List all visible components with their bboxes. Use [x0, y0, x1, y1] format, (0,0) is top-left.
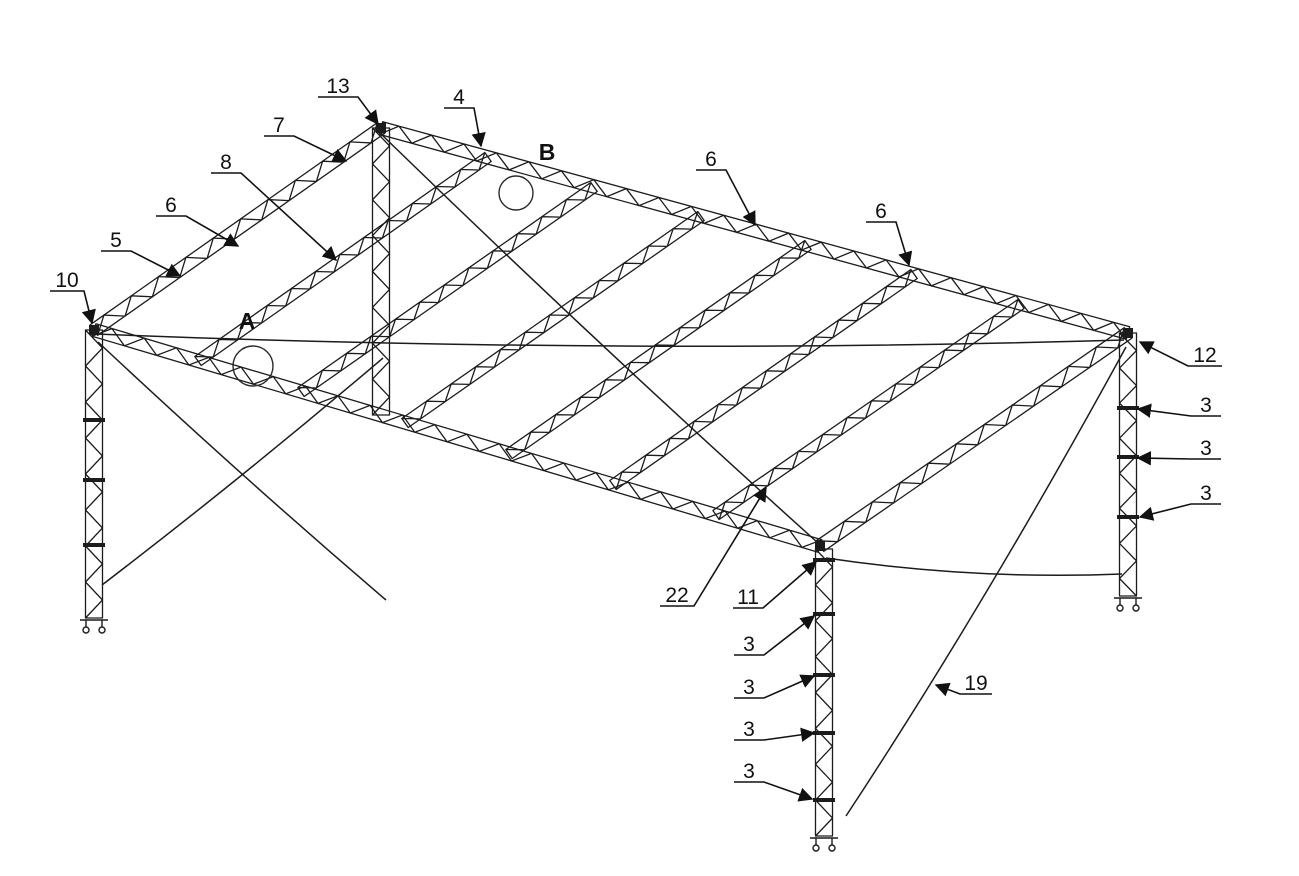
leader-6b — [696, 169, 756, 227]
leader-4 — [444, 107, 486, 148]
part-labels: 13 4 7 8 6 5 10 6 6 12 3 3 3 22 11 3 3 3… — [55, 75, 1216, 783]
part-label-12: 12 — [1193, 344, 1216, 367]
truss-member — [609, 268, 918, 491]
segment-joint — [1117, 455, 1139, 459]
corner-plate — [376, 123, 386, 133]
part-label-3b: 3 — [1200, 437, 1212, 460]
segment-joint — [83, 543, 105, 547]
foot-pad — [828, 844, 836, 852]
leader-8 — [211, 172, 338, 261]
part-label-10: 10 — [55, 269, 78, 292]
part-label-3f: 3 — [743, 718, 755, 741]
segment-joint — [813, 798, 835, 802]
leader-3a — [1136, 403, 1221, 418]
foot-pad — [1116, 604, 1124, 612]
truss-member — [814, 548, 834, 837]
part-label-6a: 6 — [165, 194, 177, 217]
foot-pad — [812, 844, 820, 852]
leader-3g — [734, 781, 814, 802]
segment-joint — [813, 612, 835, 616]
leader-3c — [1138, 503, 1221, 521]
part-label-8: 8 — [220, 151, 232, 174]
segment-joint — [1117, 515, 1139, 519]
part-label-11: 11 — [737, 586, 759, 609]
part-label-19: 19 — [964, 672, 987, 695]
part-label-4: 4 — [453, 86, 465, 109]
truss-member — [1118, 332, 1138, 597]
leader-6c — [866, 221, 913, 267]
callout-leaders — [50, 96, 1222, 802]
truss-member — [371, 127, 391, 416]
segment-joint — [813, 558, 835, 562]
segment-joint — [83, 418, 105, 422]
bracing-cables — [95, 133, 1127, 817]
part-label-5: 5 — [110, 229, 122, 252]
part-label-3d: 3 — [743, 633, 755, 656]
brace-cable — [95, 333, 1125, 347]
foot-pad — [82, 626, 90, 634]
truss-member — [712, 298, 1025, 521]
part-label-3e: 3 — [743, 676, 755, 699]
part-label-7: 7 — [273, 114, 285, 137]
truss-member — [84, 329, 104, 619]
part-label-3a: 3 — [1200, 394, 1212, 417]
leader-5 — [101, 250, 182, 277]
leader-12 — [1138, 341, 1222, 367]
truss-member — [505, 239, 812, 460]
truss-member — [297, 181, 598, 398]
part-label-6c: 6 — [875, 200, 887, 223]
part-label-3g: 3 — [743, 760, 755, 783]
leader-7 — [264, 135, 348, 162]
column-foot — [80, 619, 108, 627]
truss-member — [194, 151, 492, 367]
brace-cable — [825, 557, 1123, 577]
corner-plate — [89, 325, 99, 335]
detail-circle-B — [498, 175, 534, 211]
leader-3e — [734, 674, 816, 699]
corner-plate — [815, 541, 825, 551]
leader-22 — [660, 486, 767, 607]
connection-hardware — [80, 123, 1142, 852]
truss-structure — [84, 121, 1138, 837]
leader-13 — [318, 96, 379, 126]
leader-10 — [50, 290, 96, 325]
part-label-3c: 3 — [1200, 482, 1212, 505]
brace-cable — [845, 346, 1127, 817]
truss-member — [815, 327, 1133, 552]
truss-member — [401, 210, 705, 429]
leader-3f — [734, 727, 816, 742]
segment-joint — [83, 478, 105, 482]
detail-label-B: B — [539, 139, 556, 165]
segment-joint — [813, 673, 835, 677]
leader-3b — [1136, 451, 1221, 466]
brace-cable — [101, 357, 384, 586]
detail-circle-A — [232, 345, 274, 387]
corner-plate — [1123, 328, 1133, 338]
truss-member — [89, 122, 386, 336]
foot-pad — [1132, 604, 1140, 612]
part-label-22: 22 — [665, 584, 688, 607]
foot-pad — [98, 626, 106, 634]
leader-11 — [733, 561, 818, 609]
part-label-6b: 6 — [705, 148, 717, 171]
leader-19 — [934, 682, 992, 697]
detail-label-A: A — [239, 308, 256, 334]
part-label-13: 13 — [326, 75, 349, 98]
leader-3d — [734, 615, 816, 656]
column-foot — [1114, 597, 1142, 605]
leader-6a — [156, 215, 240, 247]
column-foot — [810, 837, 838, 845]
segment-joint — [813, 731, 835, 735]
segment-joint — [1117, 406, 1139, 410]
truss-member — [378, 121, 1131, 340]
